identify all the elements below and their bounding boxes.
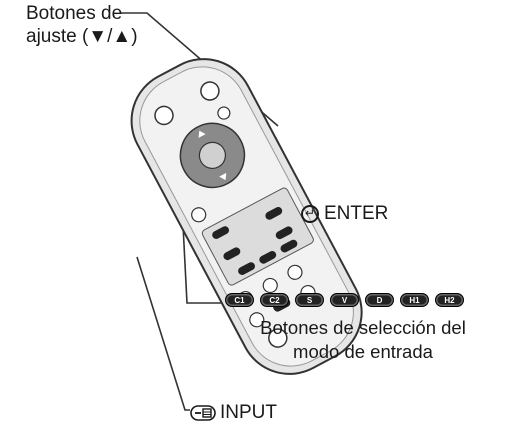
mode-leader-line	[182, 224, 222, 304]
on-button	[200, 81, 220, 101]
adjust-label-line1: Botones de	[26, 3, 123, 24]
mode-label-line1: Botones de selección del	[260, 317, 466, 338]
enter-label-text: ENTER	[324, 203, 389, 224]
mode-button-c1: C1	[225, 293, 254, 307]
mode-label-line2: modo de entrada	[293, 341, 433, 362]
mode-button-h1: H1	[400, 293, 429, 307]
dpad-enter-button	[198, 141, 227, 169]
return-button	[191, 207, 207, 223]
light-button	[268, 328, 288, 348]
remote-d-key	[238, 262, 255, 275]
mode-button-v: V	[330, 293, 359, 307]
menu-button	[217, 106, 231, 120]
input-leader-line	[136, 256, 190, 411]
adjust-label-line2: ajuste (▼/▲)	[26, 26, 138, 47]
input-label: INPUT	[190, 401, 277, 424]
mode-buttons-label: Botones de selección del modo de entrada	[218, 316, 508, 364]
adjust-buttons-label: Botones de ajuste (▼/▲)	[26, 2, 138, 48]
standby-button	[154, 105, 174, 126]
mode-button-h2: H2	[435, 293, 464, 307]
mode-button-s: S	[295, 293, 324, 307]
mode-button-d: D	[365, 293, 394, 307]
remote-c1-key	[212, 226, 230, 239]
input-label-text: INPUT	[220, 402, 277, 423]
enter-icon: ↵	[301, 204, 319, 223]
input-icon	[190, 404, 216, 421]
input-mode-buttons-row: C1 C2 S V D H1 H2	[225, 293, 464, 307]
remote-h2-key	[280, 239, 298, 253]
remote-v-key	[275, 226, 293, 240]
mode-button-c2: C2	[260, 293, 289, 307]
remote-h1-key	[259, 250, 277, 264]
enter-label: ↵ ENTER	[301, 202, 388, 225]
remote-c2-key	[265, 206, 283, 220]
remote-s-key	[223, 247, 241, 261]
